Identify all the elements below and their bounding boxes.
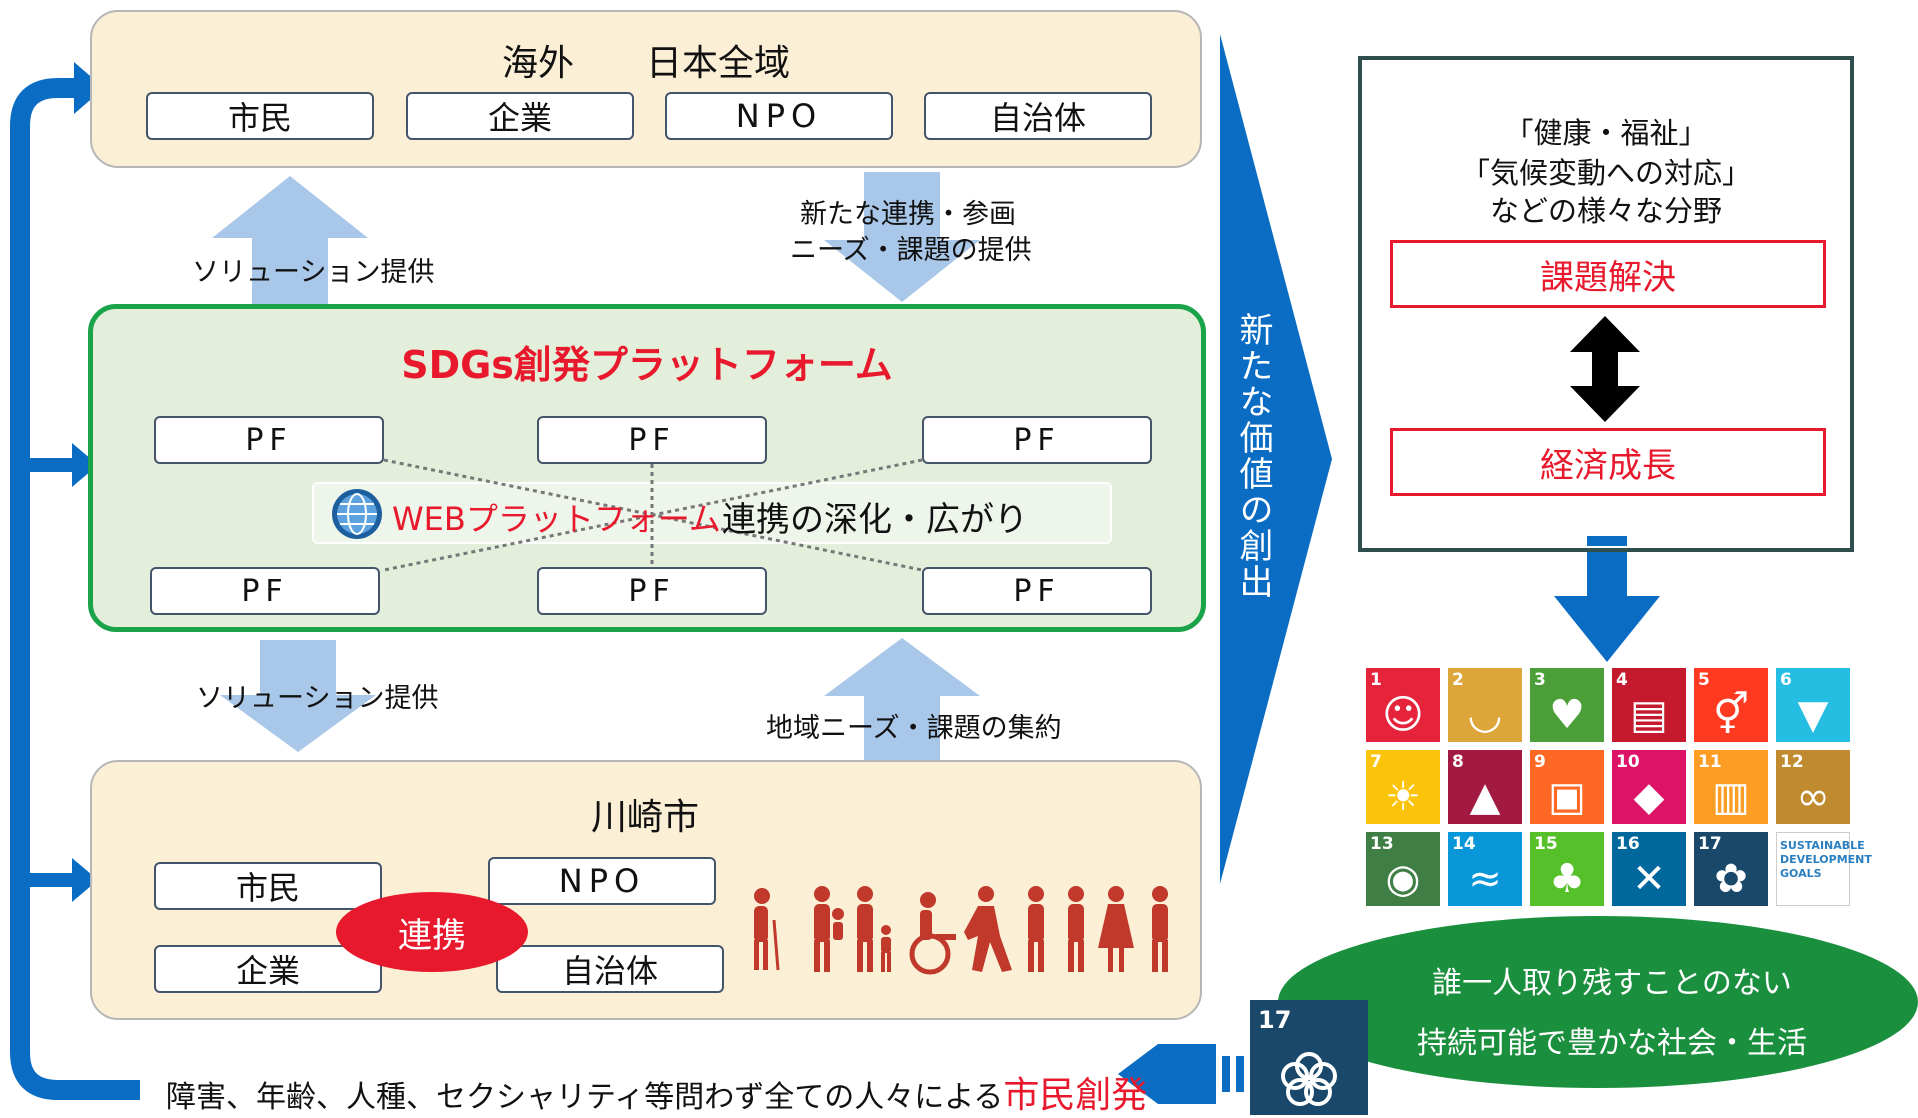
kawasaki-title: 川崎市 bbox=[590, 797, 699, 838]
pf-box-6: PF bbox=[922, 567, 1152, 615]
top-actor-company: 企業 bbox=[406, 92, 634, 140]
value-creation-label: 新たな価値の創出 bbox=[1233, 312, 1273, 600]
overseas-title: 海外 日本全域 bbox=[501, 43, 790, 84]
sdg-goal-13: 13◉ bbox=[1366, 832, 1440, 906]
sdg-goal-15: 15♣ bbox=[1530, 832, 1604, 906]
solution-down-label: ソリューション提供 bbox=[196, 683, 439, 714]
double-headed-arrow bbox=[1570, 316, 1640, 422]
down-arrow-to-platform bbox=[824, 172, 980, 302]
bottom-statement: 障害、年齢、人種、セクシャリティ等問わず全ての人々による市民創発 bbox=[166, 1066, 1147, 1118]
sdg-goal-2: 2◡ bbox=[1448, 668, 1522, 742]
pf-box-4: PF bbox=[150, 567, 380, 615]
collaboration-label: 連携 bbox=[398, 915, 466, 956]
pf-box-1: PF bbox=[154, 416, 384, 464]
sdg-goal-16: 16✕ bbox=[1612, 832, 1686, 906]
sdg-goal-17: 17✿ bbox=[1694, 832, 1768, 906]
field-various-label: などの様々な分野 bbox=[1489, 194, 1722, 228]
sdg-goal-10: 10◆ bbox=[1612, 750, 1686, 824]
sdg-goals-logo: SUSTAINABLE DEVELOPMENT GOALS bbox=[1776, 832, 1872, 906]
sdg-goal-12: 12∞ bbox=[1776, 750, 1850, 824]
diverse-people-icons bbox=[754, 886, 1168, 975]
kawasaki-actor-npo: NPO bbox=[488, 857, 716, 905]
economic-growth-box: 経済成長 bbox=[1390, 428, 1826, 496]
pf-box-3: PF bbox=[922, 416, 1152, 464]
goal17-badge: 17 bbox=[1250, 1000, 1368, 1115]
down-arrow-to-kawasaki bbox=[220, 640, 376, 752]
value-creation-arrow bbox=[1220, 34, 1332, 884]
feedback-loop-arrow bbox=[10, 62, 140, 1100]
sdg-goal-7: 7☀ bbox=[1366, 750, 1440, 824]
kawasaki-actor-municipality: 自治体 bbox=[496, 945, 724, 993]
problem-solving-box: 課題解決 bbox=[1390, 240, 1826, 308]
down-arrow-to-sdgs bbox=[1554, 536, 1660, 662]
kawasaki-actor-company: 企業 bbox=[154, 945, 382, 993]
top-actor-municipality: 自治体 bbox=[924, 92, 1152, 140]
solution-up-label: ソリューション提供 bbox=[192, 257, 435, 288]
sdg-icons-grid: 1☺ 2◡ 3♥ 4▤ 5⚥ 6▼ 7☀ 8▲ 9▣ 10◆ 11▥ 12∞ 1… bbox=[1366, 668, 1872, 906]
web-platform-bar bbox=[312, 482, 1112, 544]
sdg-goal-1: 1☺ bbox=[1366, 668, 1440, 742]
return-arrow bbox=[1118, 1044, 1244, 1104]
kawasaki-actor-citizen: 市民 bbox=[154, 862, 382, 910]
pf-box-2: PF bbox=[537, 416, 767, 464]
sdg-goal-9: 9▣ bbox=[1530, 750, 1604, 824]
top-actor-npo: NPO bbox=[665, 92, 893, 140]
society-line2: 持続可能で豊かな社会・生活 bbox=[1417, 1026, 1807, 1061]
needs-label: ニーズ・課題の提供 bbox=[790, 235, 1032, 266]
regional-needs-label: 地域ニーズ・課題の集約 bbox=[766, 713, 1062, 744]
field-climate-label: 「気候変動への対応」 bbox=[1460, 156, 1751, 190]
globe-icon bbox=[332, 489, 382, 539]
up-arrow-to-platform bbox=[824, 638, 980, 764]
flower-icon bbox=[1281, 1052, 1337, 1106]
sdg-goal-3: 3♥ bbox=[1530, 668, 1604, 742]
platform-title: SDGs創発プラットフォーム bbox=[401, 343, 893, 387]
up-arrow-to-overseas bbox=[212, 176, 368, 306]
bottom-text: 障害、年齢、人種、セクシャリティ等問わず全ての人々による bbox=[166, 1080, 1004, 1115]
society-ellipse bbox=[1278, 916, 1918, 1088]
sdg-goal-14: 14≈ bbox=[1448, 832, 1522, 906]
sdg-goal-11: 11▥ bbox=[1694, 750, 1768, 824]
sdg-goal-4: 4▤ bbox=[1612, 668, 1686, 742]
sdg-goal-6: 6▼ bbox=[1776, 668, 1850, 742]
web-platform-label: WEBプラットフォーム bbox=[392, 500, 721, 538]
sdg-goal-8: 8▲ bbox=[1448, 750, 1522, 824]
overseas-panel bbox=[90, 10, 1202, 168]
top-actor-citizen: 市民 bbox=[146, 92, 374, 140]
new-collab-label: 新たな連携・参画 bbox=[800, 199, 1016, 230]
collaboration-ellipse: 連携 bbox=[336, 892, 528, 972]
sdg-goal-5: 5⚥ bbox=[1694, 668, 1768, 742]
field-health-label: 「健康・福祉」 bbox=[1504, 116, 1708, 150]
society-line1: 誰一人取り残すことのない bbox=[1432, 966, 1792, 1001]
pf-box-5: PF bbox=[537, 567, 767, 615]
deepening-label: 連携の深化・広がり bbox=[722, 500, 1028, 540]
citizen-emergence-label: 市民創発 bbox=[1003, 1075, 1148, 1116]
goal17-number: 17 bbox=[1258, 1006, 1292, 1034]
